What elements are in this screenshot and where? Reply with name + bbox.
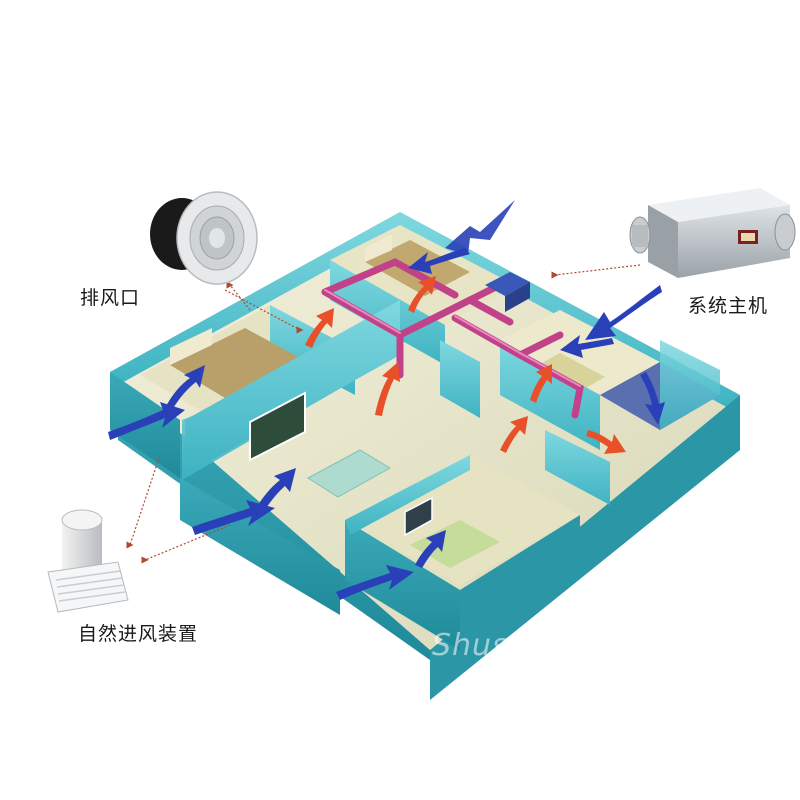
partition-wall-right: [545, 430, 610, 505]
duct-network: [321, 258, 584, 419]
tv-screen: [250, 393, 305, 460]
living-room-wall: [185, 300, 400, 475]
right-room-wall: [660, 340, 720, 430]
main-unit-icon: [629, 188, 796, 278]
leader-lines: [126, 264, 641, 564]
front-room-wall-right: [460, 515, 580, 650]
exhaust-air-arrow-icon: [375, 362, 400, 416]
fresh-air-arrows: [108, 200, 665, 600]
label-exhaust-vent: 排风口: [80, 287, 141, 309]
fresh-air-arrow-icon: [560, 335, 614, 358]
exhaust-air-arrow-icon: [305, 308, 334, 348]
label-main-unit: 系统主机: [688, 295, 769, 317]
fresh-air-arrow-icon: [255, 468, 296, 514]
bed-left: [170, 328, 300, 398]
front-room-wall-left: [345, 520, 460, 650]
exhaust-air-arrow-icon: [408, 276, 436, 313]
front-wall-right: [430, 395, 740, 700]
duct-highlight: [324, 289, 581, 387]
fresh-air-arrow-icon: [445, 200, 515, 255]
fresh-air-arrow-icon: [192, 500, 275, 535]
watermark: Shushi100: [432, 628, 599, 663]
fresh-air-arrow-icon: [640, 372, 665, 425]
fresh-air-arrow-icon: [165, 365, 205, 410]
fresh-air-arrow-icon: [108, 402, 185, 440]
exhaust-vent-icon: [150, 191, 258, 285]
fresh-air-arrow-icon: [336, 565, 414, 600]
front-wall-lower: [180, 478, 340, 615]
partition-wall-center: [440, 340, 480, 418]
tv-frame: [249, 391, 306, 462]
exhaust-air-arrow-icon: [500, 416, 528, 453]
unit-box-roof-side: [505, 282, 530, 312]
bed-left-headboard: [170, 328, 212, 365]
dining-wall: [500, 340, 600, 450]
unit-box-roof: [485, 272, 530, 296]
front-room-floor: [350, 455, 580, 585]
label-natural-intake: 自然进风装置: [78, 623, 199, 645]
fresh-air-arrow-icon: [408, 248, 470, 274]
fresh-air-arrow-icon: [585, 285, 662, 340]
exhaust-air-arrows: [305, 276, 626, 454]
coffee-table: [307, 449, 391, 498]
intake-device-icon: [47, 509, 129, 613]
fresh-air-arrow-icon: [415, 530, 446, 568]
front-room-desk: [410, 520, 500, 568]
exhaust-air-arrow-icon: [586, 430, 626, 454]
front-room-monitor: [404, 496, 433, 537]
bed-top-headboard: [365, 234, 392, 262]
dining-table: [525, 353, 605, 397]
front-room-wall-top: [345, 455, 470, 535]
back-wall-left: [110, 212, 400, 385]
exhaust-air-arrow-icon: [530, 364, 552, 403]
